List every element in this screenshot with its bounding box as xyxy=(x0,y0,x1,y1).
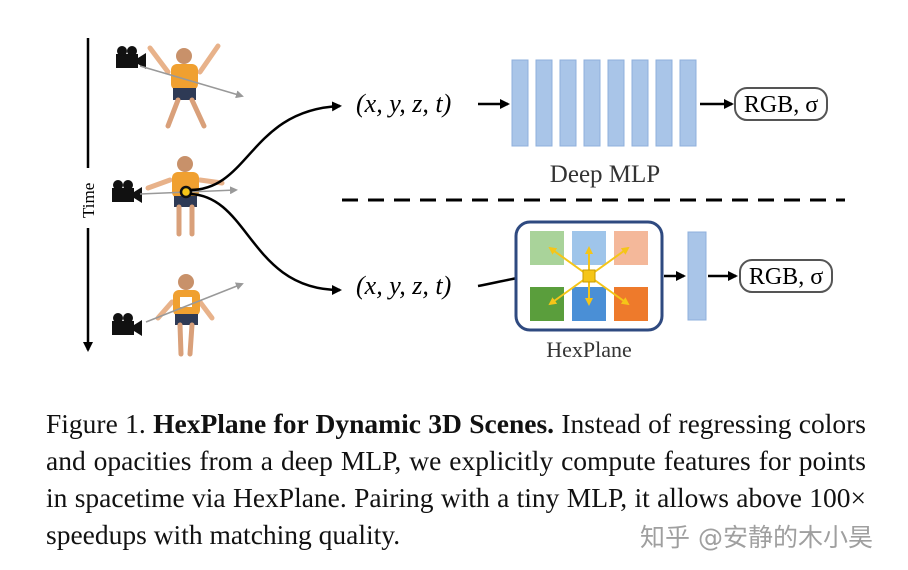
plane-tile xyxy=(530,287,564,321)
person-figure xyxy=(139,43,244,129)
hexplane-label: HexPlane xyxy=(546,337,632,362)
caption-prefix: Figure 1. xyxy=(46,408,154,439)
watermark: 知乎 @安静的木小昊 xyxy=(640,523,873,552)
person-figure xyxy=(145,274,244,357)
branch-arrow-top xyxy=(189,101,342,192)
camera-icon xyxy=(112,313,142,336)
bottom-output-label: RGB, σ xyxy=(749,264,823,290)
plane-tile xyxy=(530,231,564,265)
sample-point xyxy=(179,185,193,199)
tiny-mlp-block xyxy=(687,231,707,321)
deep-mlp-label: Deep MLP xyxy=(550,161,660,188)
figure-caption: Figure 1. HexPlane for Dynamic 3D Scenes… xyxy=(46,405,866,553)
bottom-output-box xyxy=(739,259,833,293)
hexplane-figure: Time xyxy=(79,38,845,362)
deep-mlp-block xyxy=(511,59,697,147)
hexplane-block xyxy=(514,220,664,332)
caption-title: HexPlane for Dynamic 3D Scenes. xyxy=(153,408,555,439)
camera-icon xyxy=(112,180,142,203)
time-axis: Time xyxy=(79,38,98,352)
time-label: Time xyxy=(79,183,98,218)
branch-arrow-bottom xyxy=(189,192,342,295)
top-output-box xyxy=(734,87,828,121)
camera-icon xyxy=(116,46,146,69)
top-output-label: RGB, σ xyxy=(744,92,818,118)
top-input-label: (x, y, z, t) xyxy=(356,89,451,118)
person-figure xyxy=(139,156,238,237)
bottom-input-label: (x, y, z, t) xyxy=(356,271,451,300)
plane-tile xyxy=(614,231,648,265)
caption-body: Instead of regressing colors and opaciti… xyxy=(46,408,867,550)
plane-tile xyxy=(614,287,648,321)
